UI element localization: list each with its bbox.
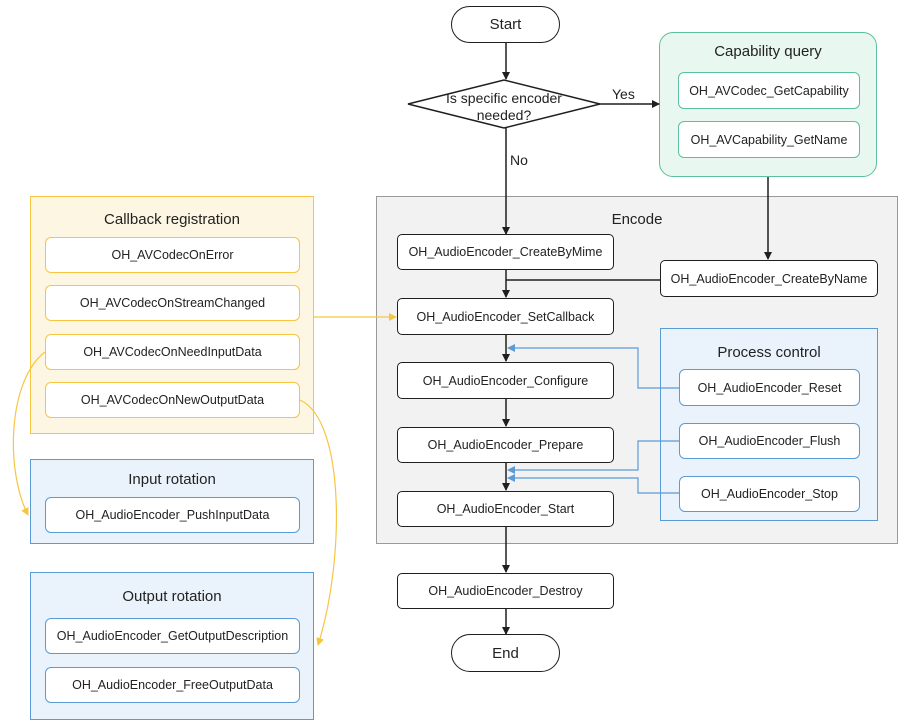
- callback-on-stream-changed: OH_AVCodecOnStreamChanged: [45, 285, 300, 321]
- start-terminal: Start: [451, 6, 560, 43]
- input-rotation-title: Input rotation: [128, 471, 216, 488]
- callback-on-new-output-data: OH_AVCodecOnNewOutputData: [45, 382, 300, 418]
- encode-configure: OH_AudioEncoder_Configure: [397, 362, 614, 399]
- decision-line2: needed?: [476, 107, 532, 123]
- encode-create-by-mime: OH_AudioEncoder_CreateByMime: [397, 234, 614, 270]
- end-terminal: End: [451, 634, 560, 672]
- callback-title: Callback registration: [104, 211, 240, 228]
- encode-title: Encode: [611, 211, 663, 228]
- process-reset: OH_AudioEncoder_Reset: [679, 369, 860, 406]
- decision-label: Is specific encoder needed?: [406, 90, 602, 124]
- output-free-output-data: OH_AudioEncoder_FreeOutputData: [45, 667, 300, 703]
- no-label: No: [510, 152, 528, 168]
- capability-get-name: OH_AVCapability_GetName: [678, 121, 860, 158]
- input-push-input-data: OH_AudioEncoder_PushInputData: [45, 497, 300, 533]
- process-flush: OH_AudioEncoder_Flush: [679, 423, 860, 459]
- encode-create-by-name: OH_AudioEncoder_CreateByName: [660, 260, 878, 297]
- capability-get-capability: OH_AVCodec_GetCapability: [678, 72, 860, 109]
- capability-title: Capability query: [714, 43, 822, 60]
- process-stop: OH_AudioEncoder_Stop: [679, 476, 860, 512]
- encode-prepare: OH_AudioEncoder_Prepare: [397, 427, 614, 463]
- decision-line1: Is specific encoder: [446, 90, 562, 106]
- process-control-title: Process control: [717, 344, 821, 361]
- encode-set-callback: OH_AudioEncoder_SetCallback: [397, 298, 614, 335]
- encode-start: OH_AudioEncoder_Start: [397, 491, 614, 527]
- callback-on-need-input-data: OH_AVCodecOnNeedInputData: [45, 334, 300, 370]
- decision-diamond: [407, 79, 601, 129]
- destroy-node: OH_AudioEncoder_Destroy: [397, 573, 614, 609]
- callback-on-error: OH_AVCodecOnError: [45, 237, 300, 273]
- yes-label: Yes: [612, 86, 635, 102]
- output-rotation-title: Output rotation: [122, 588, 222, 605]
- output-get-output-description: OH_AudioEncoder_GetOutputDescription: [45, 618, 300, 654]
